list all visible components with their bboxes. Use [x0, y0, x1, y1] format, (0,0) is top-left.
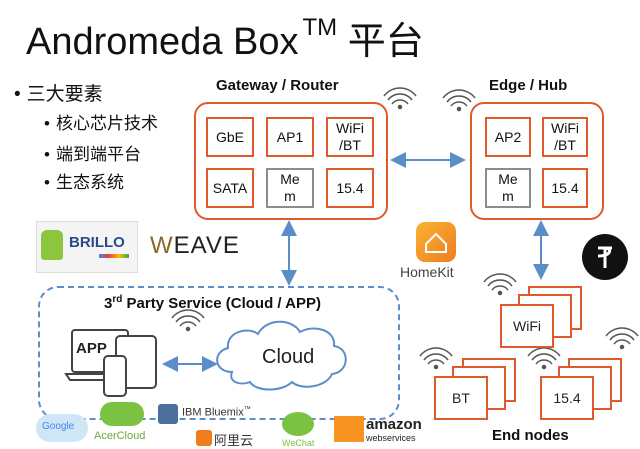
google-cloud-logo: Google: [36, 414, 88, 442]
wechat-text: WeChat: [282, 438, 315, 448]
edge-cell-ap2: AP2: [485, 117, 531, 157]
android-icon: [41, 230, 63, 260]
homekit-icon: [416, 222, 456, 262]
edge-box: AP2 WiFi /BT Me m 15.4: [470, 102, 604, 220]
edge-cell-mem: Me m: [485, 168, 531, 208]
bullet-item: 核心芯片技术: [44, 109, 158, 134]
bluemix-icon: [158, 404, 178, 424]
node-wifi: WiFi: [500, 304, 554, 348]
bullet-level1: 三大要素: [14, 79, 103, 106]
app-label: APP: [76, 340, 107, 357]
third-party-header: 3rd Party Service (Cloud / APP): [104, 294, 322, 312]
wifi-signal-icon: [605, 327, 639, 350]
wifi-signal-icon: [419, 347, 453, 370]
edge-cell-wifi-bt: WiFi /BT: [542, 117, 588, 157]
homekit-text: HomeKit: [400, 264, 454, 280]
thread-logo-icon: [582, 234, 628, 280]
title-tm: TM: [302, 14, 338, 41]
bullet-item: 生态系统: [44, 168, 124, 193]
gateway-cell-gbe: GbE: [206, 117, 254, 157]
bullet-item-text: 生态系统: [55, 173, 124, 192]
aws-icon: [334, 416, 364, 442]
gateway-header: Gateway / Router: [216, 77, 339, 94]
amazon-text: amazon: [366, 416, 422, 433]
acercloud-icon: [100, 402, 144, 426]
weave-logo: WEAVE: [150, 232, 240, 259]
amazon-sub-text: webservices: [366, 433, 416, 443]
edge-header: Edge / Hub: [489, 77, 568, 94]
wifi-signal-icon: [383, 87, 417, 110]
wechat-icon: [282, 412, 314, 436]
gateway-cell-ap1: AP1: [266, 117, 314, 157]
cloud-shape: [216, 320, 347, 391]
node-bt: BT: [434, 376, 488, 420]
bluemix-text: IBM Bluemix™: [182, 406, 251, 419]
title-main: Andromeda Box: [26, 21, 299, 63]
devices-illustration: [64, 329, 157, 397]
aliyun-icon: [196, 430, 212, 446]
third-party-region: [38, 286, 400, 420]
cloud-label: Cloud: [262, 346, 315, 368]
bullet-item-text: 端到端平台: [55, 145, 141, 164]
end-nodes-label: End nodes: [492, 427, 569, 444]
wifi-signal-icon: [483, 273, 517, 296]
brillo-text: BRILLO: [69, 234, 125, 251]
bullet-level1-text: 三大要素: [26, 84, 103, 105]
google-text: Google: [42, 421, 75, 432]
bullet-item: 端到端平台: [44, 140, 141, 165]
google-color-bar: [99, 254, 129, 258]
gateway-cell-mem: Me m: [266, 168, 314, 208]
gateway-cell-15-4: 15.4: [326, 168, 374, 208]
aliyun-text: 阿里云: [214, 433, 254, 448]
brillo-logo: BRILLO: [36, 221, 138, 273]
edge-cell-15-4: 15.4: [542, 168, 588, 208]
gateway-cell-sata: SATA: [206, 168, 254, 208]
house-icon: [425, 232, 447, 253]
node-15-4: 15.4: [540, 376, 594, 420]
wifi-signal-icon: [442, 89, 476, 112]
bullet-item-text: 核心芯片技术: [55, 114, 158, 133]
title-suffix: 平台: [347, 21, 424, 63]
wifi-signal-icon: [171, 309, 205, 332]
acercloud-text: AcerCloud: [94, 430, 146, 442]
wifi-signal-icon: [527, 347, 561, 370]
gateway-box: GbE AP1 WiFi /BT SATA Me m 15.4: [194, 102, 388, 220]
gateway-cell-wifi-bt: WiFi /BT: [326, 117, 374, 157]
